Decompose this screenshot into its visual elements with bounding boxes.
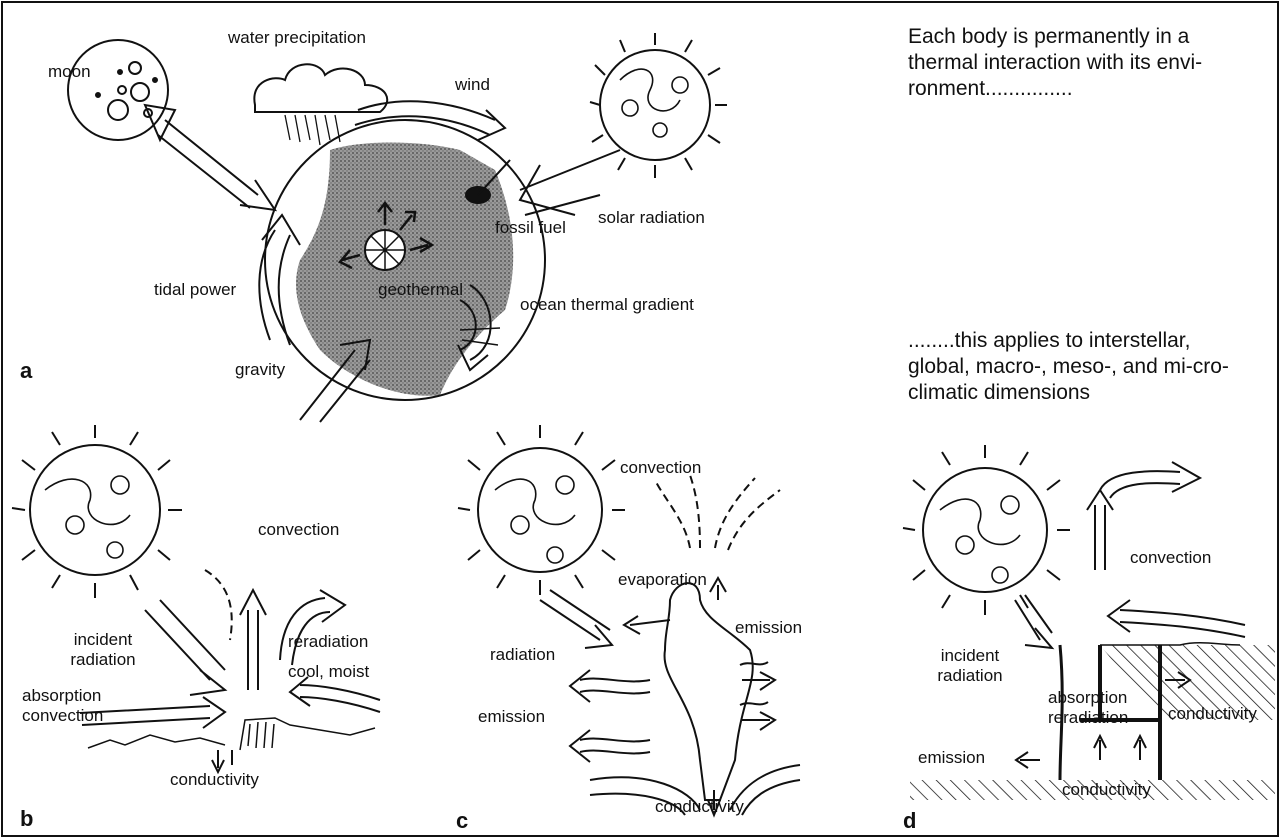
label-b-absorption-convection: absorption convection bbox=[22, 686, 137, 726]
label-d-conductivity-right: conductivity bbox=[1168, 704, 1257, 724]
label-ocean-thermal-gradient: ocean thermal gradient bbox=[520, 295, 694, 315]
label-tidal-power: tidal power bbox=[154, 280, 236, 300]
panel-d-graphic bbox=[903, 445, 1275, 800]
panel-letter-b: b bbox=[20, 806, 33, 832]
label-moon: moon bbox=[48, 62, 91, 82]
sun-drawing-a bbox=[590, 33, 727, 178]
label-d-absorption: absorption bbox=[1048, 688, 1127, 708]
panel-letter-d: d bbox=[903, 808, 916, 834]
label-wind: wind bbox=[455, 75, 490, 95]
sun-drawing-b bbox=[12, 425, 182, 598]
label-b-convection: convection bbox=[258, 520, 339, 540]
label-d-reradiation: reradiation bbox=[1048, 708, 1128, 728]
label-c-convection: convection bbox=[620, 458, 701, 478]
label-c-radiation: radiation bbox=[490, 645, 555, 665]
label-b-reradiation: reradiation bbox=[288, 632, 368, 652]
earth-drawing bbox=[145, 64, 620, 422]
sun-drawing-c bbox=[458, 425, 625, 595]
text-climatic-dimensions: ........this applies to interstellar, gl… bbox=[908, 328, 1258, 406]
label-d-convection: convection bbox=[1130, 548, 1211, 568]
label-c-emission-right: emission bbox=[735, 618, 802, 638]
label-c-emission-left: emission bbox=[478, 707, 545, 727]
label-d-emission: emission bbox=[918, 748, 985, 768]
label-b-cool-moist: cool, moist bbox=[288, 662, 369, 682]
label-geothermal: geothermal bbox=[378, 280, 463, 300]
sun-drawing-d bbox=[903, 445, 1070, 615]
label-d-incident-radiation: incident radiation bbox=[925, 646, 1015, 686]
label-c-evaporation: evaporation bbox=[618, 570, 707, 590]
text-thermal-interaction: Each body is permanently in a thermal in… bbox=[908, 24, 1258, 102]
label-gravity: gravity bbox=[235, 360, 285, 380]
label-b-incident-radiation: incident radiation bbox=[48, 630, 158, 670]
label-solar-radiation: solar radiation bbox=[598, 208, 705, 228]
label-b-conductivity: conductivity bbox=[170, 770, 259, 790]
label-fossil-fuel: fossil fuel bbox=[495, 218, 566, 238]
label-c-conductivity: conductivity bbox=[655, 797, 744, 817]
panel-letter-a: a bbox=[20, 358, 32, 384]
label-d-conductivity-bottom: conductivity bbox=[1062, 780, 1151, 800]
label-water-precipitation: water precipitation bbox=[228, 28, 366, 48]
panel-letter-c: c bbox=[456, 808, 468, 834]
